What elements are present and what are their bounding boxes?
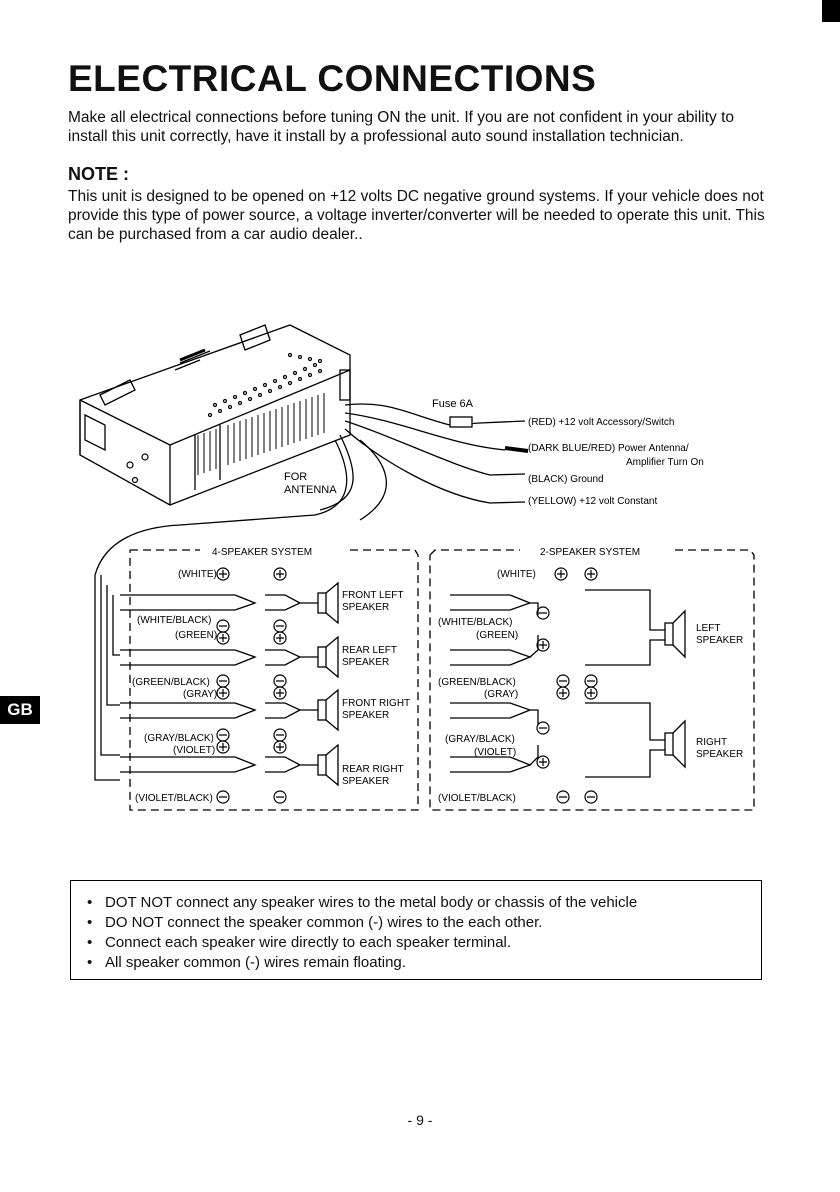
intro-paragraph: Make all electrical connections before t… — [68, 109, 735, 145]
note-body: This unit is designed to be opened on +1… — [68, 188, 765, 243]
wire-black-label: (BLACK) Ground — [528, 474, 604, 485]
speaker-label: SPEAKER — [342, 657, 389, 668]
wire-darkblue-label-2: Amplifier Turn On — [626, 457, 704, 468]
two-wire-label: (VIOLET/BLACK) — [438, 793, 516, 804]
four-speaker-row — [120, 581, 339, 625]
wiring-diagram: Fuse 6A FOR ANTENNA (RED) +12 volt Acces… — [79, 324, 755, 811]
speaker-label: SPEAKER — [342, 710, 389, 721]
speaker-label: SPEAKER — [342, 602, 389, 613]
speaker-label: RIGHT — [696, 737, 727, 748]
head-unit-illustration — [79, 324, 351, 506]
two-wire-label: (VIOLET) — [474, 747, 516, 758]
corner-mark — [822, 0, 840, 22]
note-heading: NOTE : — [68, 164, 129, 184]
wire-yellow-label: (YELLOW) +12 volt Constant — [528, 496, 657, 507]
speaker-label: SPEAKER — [342, 776, 389, 787]
antenna-label-1: FOR — [284, 471, 307, 483]
four-wire-label: (WHITE/BLACK) — [137, 615, 211, 626]
two-speaker-title: 2-SPEAKER SYSTEM — [540, 547, 640, 558]
warning-item: DO NOT connect the speaker common (-) wi… — [87, 913, 761, 933]
antenna-label-2: ANTENNA — [284, 484, 337, 496]
warning-box: DOT NOT connect any speaker wires to the… — [70, 880, 762, 980]
four-wire-label: (GREEN) — [175, 630, 217, 641]
page-title: ELECTRICAL CONNECTIONS — [68, 58, 597, 99]
warning-item: DOT NOT connect any speaker wires to the… — [87, 893, 761, 913]
warning-item: Connect each speaker wire directly to ea… — [87, 933, 761, 953]
language-tab: GB — [0, 696, 40, 724]
wire-red-label: (RED) +12 volt Accessory/Switch — [528, 417, 674, 428]
two-wire-label: (GREEN/BLACK) — [438, 677, 516, 688]
four-wire-label: (WHITE) — [178, 569, 217, 580]
fuse-label: Fuse 6A — [432, 398, 474, 410]
speaker-label: SPEAKER — [696, 749, 743, 760]
four-wire-label: (VIOLET) — [173, 745, 215, 756]
four-speaker-title: 4-SPEAKER SYSTEM — [212, 547, 312, 558]
power-harness — [94, 403, 529, 781]
speaker-label: REAR LEFT — [342, 645, 397, 656]
two-wire-label: (GREEN) — [476, 630, 518, 641]
four-speaker-wiring — [120, 581, 339, 787]
four-wire-label: (GREEN/BLACK) — [132, 677, 210, 688]
speaker-label: SPEAKER — [696, 635, 743, 646]
two-wire-label: (WHITE/BLACK) — [438, 617, 512, 628]
speaker-label: FRONT LEFT — [342, 590, 403, 601]
speaker-label: FRONT RIGHT — [342, 698, 410, 709]
four-wire-label: (GRAY) — [183, 689, 217, 700]
speaker-label: REAR RIGHT — [342, 764, 404, 775]
warning-item: All speaker common (-) wires remain floa… — [87, 953, 761, 973]
two-wire-label: (WHITE) — [497, 569, 536, 580]
four-wire-label: (GRAY/BLACK) — [144, 733, 214, 744]
page-number: - 9 - — [407, 1112, 433, 1128]
two-speaker-wiring — [450, 589, 686, 778]
wire-darkblue-label-1: (DARK BLUE/RED) Power Antenna/ — [528, 443, 689, 454]
two-wire-label: (GRAY/BLACK) — [445, 734, 515, 745]
two-wire-label: (GRAY) — [484, 689, 518, 700]
four-wire-label: (VIOLET/BLACK) — [135, 793, 213, 804]
speaker-label: LEFT — [696, 623, 720, 634]
